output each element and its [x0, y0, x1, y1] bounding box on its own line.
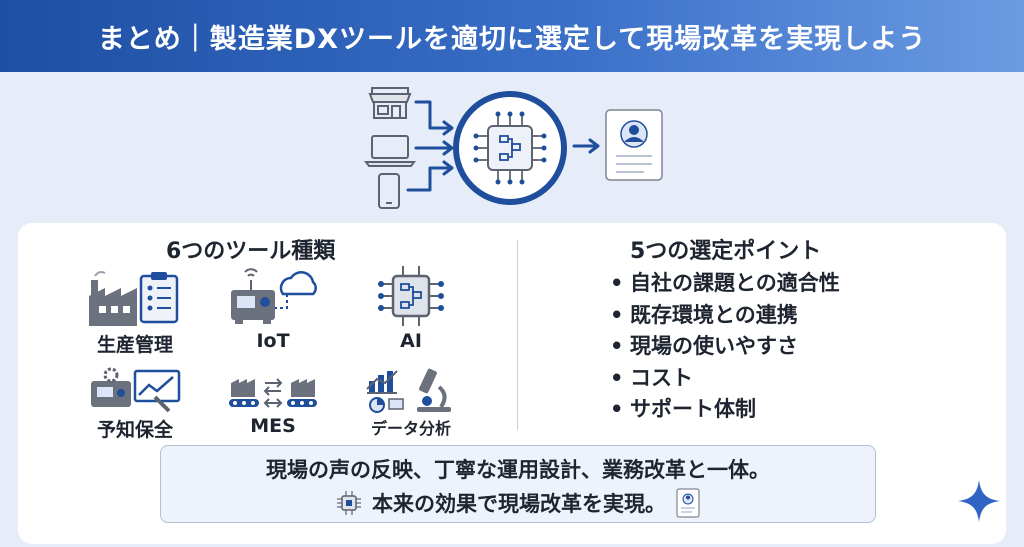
tool-label: 予知保全 — [96, 419, 173, 441]
tool-label: AI — [400, 330, 422, 352]
bullet-icon: • — [610, 271, 624, 295]
tool-label: IoT — [256, 330, 290, 352]
tools-section-title: 6つのツール種類 — [166, 239, 336, 264]
summary-line-2: 本来の効果で現場改革を実現。 — [372, 492, 666, 516]
section-divider — [517, 240, 518, 430]
list-item: •サポート体制 — [610, 394, 840, 426]
tool-ai: AI — [346, 266, 476, 352]
point-text: サポート体制 — [630, 397, 756, 421]
iot-device-cloud-icon — [231, 268, 317, 324]
page-title: まとめ｜製造業DXツールを適切に選定して現場改革を実現しよう — [97, 23, 927, 55]
bullet-icon: • — [610, 302, 624, 327]
list-item: •自社の課題との適合性 — [610, 268, 840, 300]
summary-line-2-row: 本来の効果で現場改革を実現。 — [161, 488, 875, 518]
tool-label: データ分析 — [370, 419, 451, 438]
bullet-icon: • — [610, 334, 624, 358]
user-profile-card-icon — [605, 109, 663, 181]
conveyor-factories-icon — [229, 378, 317, 408]
point-text: 現場の使いやすさ — [630, 334, 798, 358]
summary-line-1: 現場の声の反映、丁寧な運用設計、業務改革と一体。 — [266, 458, 770, 482]
machine-maintenance-chart-icon — [91, 367, 181, 413]
point-text: 自社の課題との適合性 — [630, 271, 840, 295]
charts-microscope-icon — [366, 368, 451, 413]
bullet-icon: • — [610, 397, 624, 421]
factory-checklist-icon — [89, 271, 179, 326]
hero-diagram — [360, 82, 680, 218]
point-text: コスト — [630, 365, 693, 390]
tool-production-management: 生産管理 — [70, 266, 200, 357]
laptop-icon — [364, 135, 416, 167]
tool-data-analysis: データ分析 — [346, 367, 476, 439]
list-item: •既存環境との連携 — [610, 300, 840, 332]
summary-box: 現場の声の反映、丁寧な運用設計、業務改革と一体。 本来の効果で現場改革を実現。 — [160, 445, 876, 523]
bullet-icon: • — [610, 365, 624, 390]
store-icon — [368, 87, 412, 119]
tool-label: MES — [250, 415, 296, 437]
ai-chip-hub-icon — [453, 91, 567, 205]
ai-chip-icon — [337, 491, 361, 515]
list-item: •コスト — [610, 363, 840, 395]
tool-iot: IoT — [208, 266, 338, 352]
smartphone-icon — [378, 173, 400, 209]
selection-points-list: •自社の課題との適合性 •既存環境との連携 •現場の使いやすさ •コスト •サポ… — [610, 268, 840, 426]
point-text: 既存環境との連携 — [630, 302, 798, 327]
header-banner: まとめ｜製造業DXツールを適切に選定して現場改革を実現しよう — [0, 0, 1024, 72]
user-profile-card-icon — [676, 488, 700, 518]
tool-label: 生産管理 — [96, 334, 173, 356]
ai-chip-icon — [378, 266, 444, 326]
points-section-title: 5つの選定ポイント — [630, 239, 822, 264]
list-item: •現場の使いやすさ — [610, 331, 840, 363]
tool-predictive-maintenance: 予知保全 — [70, 367, 200, 442]
tool-mes: MES — [208, 367, 338, 437]
sparkle-icon — [958, 480, 1000, 522]
